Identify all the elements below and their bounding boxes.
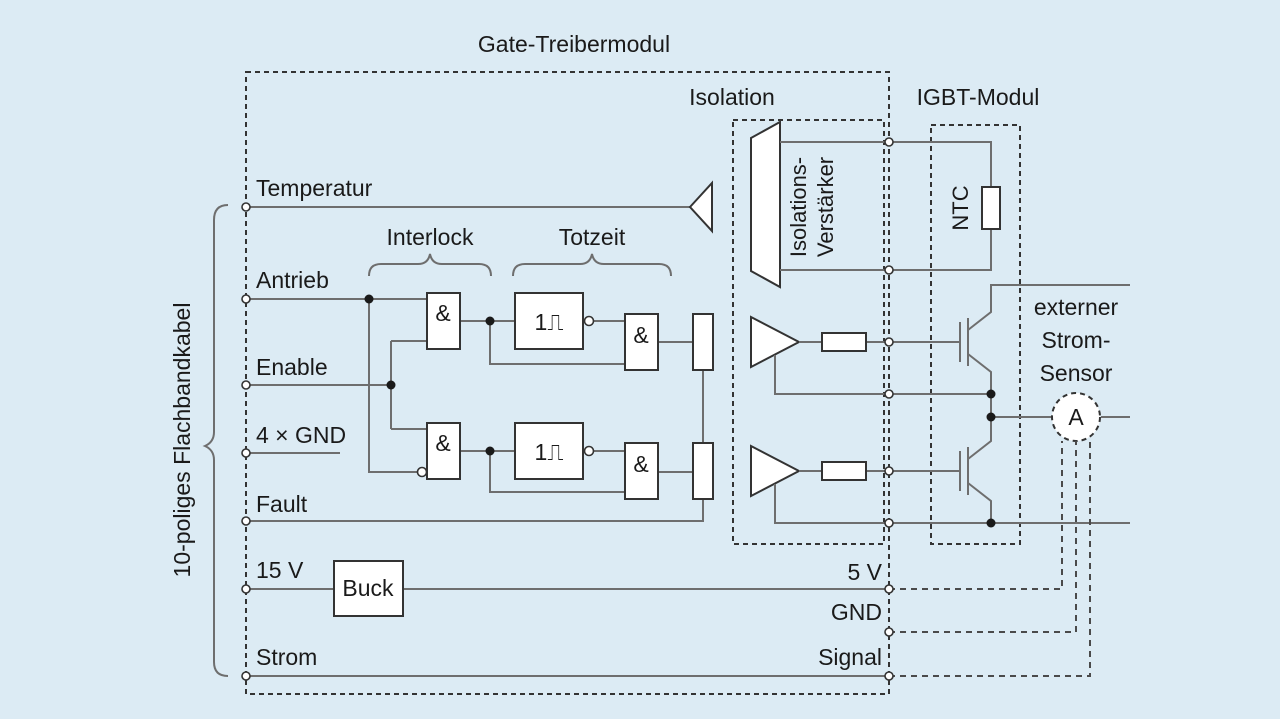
totzeit-brace: [512, 253, 672, 277]
gate-driver-module-title: Gate-Treibermodul: [478, 31, 670, 57]
interlock-label: Interlock: [387, 224, 474, 250]
inverter-bubble-2: [416, 466, 428, 478]
gate-resistor-bottom: [821, 461, 867, 481]
external-sensor-label-3: Sensor: [1040, 360, 1113, 386]
and-label-4: &: [633, 451, 648, 477]
temperature-buffer-triangle: [688, 180, 713, 234]
label-signal: Signal: [818, 644, 882, 670]
wire-emitter-ref-top: [774, 355, 991, 395]
wire-fault: [246, 499, 704, 522]
isolation-amp-label-2: Verstärker: [813, 157, 838, 257]
buck-converter-block: [333, 560, 404, 617]
monoflop-label-2: 1⎍: [535, 439, 564, 465]
totzeit-label: Totzeit: [559, 224, 626, 250]
sensor-wire-gnd: [889, 441, 1077, 633]
and-label-1: &: [435, 300, 450, 326]
igbt-low-side: [959, 417, 992, 523]
gate-driver-amp-bottom: [750, 444, 802, 498]
igbt-module-title: IGBT-Modul: [917, 84, 1040, 110]
interlock-and-gate-top: [426, 292, 461, 350]
isolation-title: Isolation: [689, 84, 775, 110]
totzeit-monoflop-bottom: [514, 422, 584, 480]
and-label-3: &: [435, 430, 450, 456]
totzeit-and-gate-top: [624, 313, 659, 371]
pin-label-temperatur: Temperatur: [256, 175, 373, 201]
inverter-bubble-3: [583, 445, 595, 457]
connector-pins-right: [884, 137, 894, 681]
gate-driver-amp-top: [750, 315, 802, 369]
inverter-bubble-1: [583, 315, 595, 327]
ribbon-cable-label: 10-poliges Flachbandkabel: [169, 303, 195, 578]
totzeit-and-gate-bottom: [624, 442, 659, 500]
sensor-wire-5v: [889, 441, 1063, 590]
sensor-wire-signal: [889, 441, 1091, 677]
and-label-2: &: [633, 322, 648, 348]
connector-pins-left: [241, 202, 251, 681]
interlock-brace: [368, 253, 492, 277]
pin-label-strom: Strom: [256, 644, 317, 670]
ribbon-cable-brace: [202, 204, 229, 677]
pin-label-enable: Enable: [256, 354, 328, 380]
igbt-module-boundary: [930, 124, 1021, 545]
isolation-amplifier-block: [750, 120, 781, 289]
monoflop-label-1: 1⎍: [535, 309, 564, 335]
pin-label-fault: Fault: [256, 491, 308, 517]
wire-emitter-ref-bottom: [774, 484, 1130, 524]
output-buffer-bottom: [692, 442, 714, 500]
pin-label-gnd: 4 × GND: [256, 422, 346, 448]
ntc-label: NTC: [948, 185, 973, 230]
interlock-and-gate-bottom: [426, 422, 461, 480]
wire-antrieb: [246, 298, 427, 473]
label-gnd-out: GND: [831, 599, 882, 625]
pin-label-15v: 15 V: [256, 557, 304, 583]
output-buffer-top: [692, 313, 714, 371]
totzeit-monoflop-top: [514, 292, 584, 350]
buck-label: Buck: [342, 575, 394, 601]
junction-dots: [364, 294, 996, 528]
external-sensor-label-2: Strom-: [1042, 327, 1111, 353]
ammeter-label: A: [1068, 404, 1084, 430]
wire-ntc: [780, 141, 992, 271]
ntc-resistor: [981, 186, 1001, 230]
external-sensor-label-1: externer: [1034, 294, 1119, 320]
pin-label-antrieb: Antrieb: [256, 267, 329, 293]
igbt-high-side: [959, 284, 1130, 394]
label-5v: 5 V: [847, 559, 882, 585]
isolation-boundary: [732, 119, 885, 545]
gate-resistor-top: [821, 332, 867, 352]
isolation-amp-label-1: Isolations-: [786, 157, 811, 257]
